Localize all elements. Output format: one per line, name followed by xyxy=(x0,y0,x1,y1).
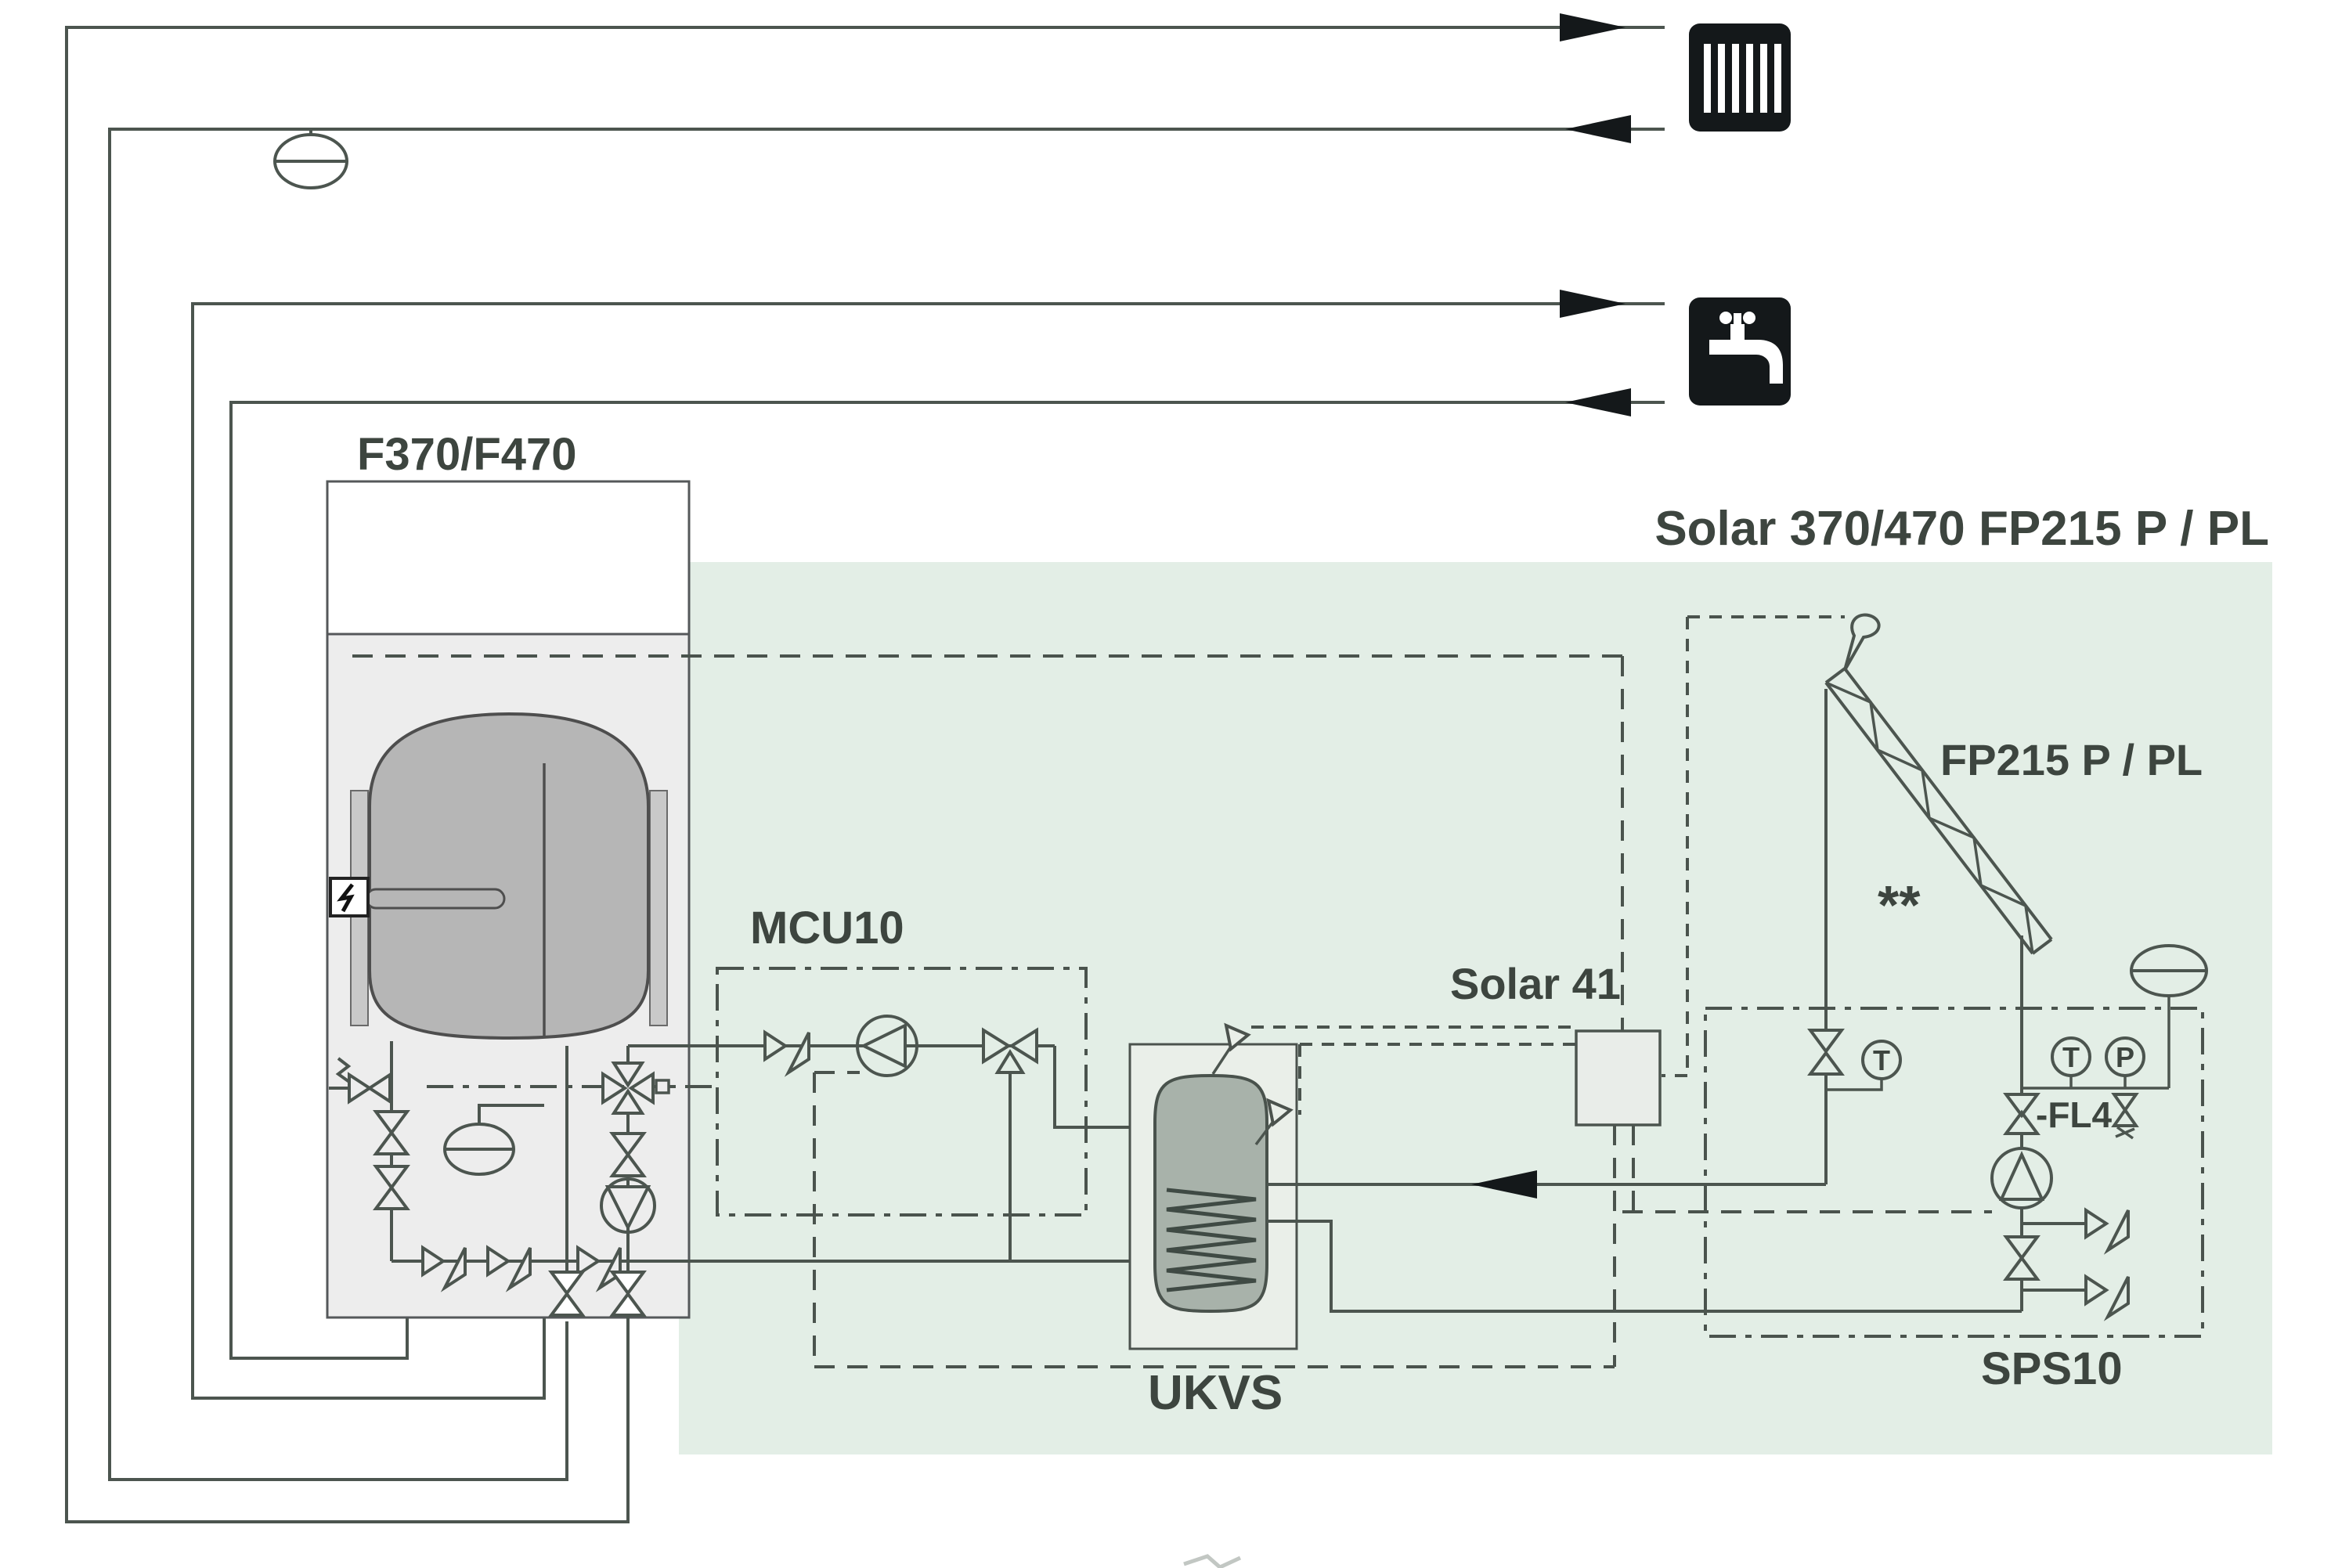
flow-arrow-left-icon xyxy=(1565,115,1631,143)
air-vent-icon xyxy=(273,129,348,189)
solar-charge-pump-icon xyxy=(856,1015,918,1077)
flow-arrow-left-icon xyxy=(1565,388,1631,416)
collector-sensor-flag-icon xyxy=(1843,613,1881,671)
solar41-label: Solar 41 xyxy=(1450,959,1621,1008)
safety-valve-group xyxy=(329,1041,410,1261)
shutoff-valve-icon xyxy=(373,1165,410,1210)
water-heater-tank xyxy=(368,712,650,1040)
flow-arrow-right-icon xyxy=(1560,290,1626,318)
circulation-pump-icon xyxy=(600,1177,656,1234)
heat-pump-label: F370/F470 xyxy=(357,429,577,480)
mcu10-module: MCU10 xyxy=(628,903,1155,1261)
safety-valve-label: -FL4 xyxy=(2036,1094,2113,1135)
shunt-valve-group xyxy=(600,1046,670,1522)
heat-pump-cabinet: F370/F470 xyxy=(326,429,1622,1522)
shutoff-valve-icon xyxy=(763,1029,810,1077)
cutoff-mark xyxy=(1183,1554,1242,1568)
shutoff-valve-icon xyxy=(373,1110,410,1155)
sps10-pump-station: SPS10 T P -FL4 xyxy=(1267,935,2208,1394)
tap-icon xyxy=(1689,297,1791,406)
drain-valve-icon xyxy=(2084,1274,2130,1321)
solar41-controller: Solar 41 xyxy=(1450,959,1662,1126)
expansion-vessel-icon xyxy=(443,1104,544,1176)
temperature-gauge-icon: T xyxy=(1826,1040,1902,1091)
shutoff-valve-icon xyxy=(486,1245,532,1292)
radiator-icon xyxy=(1689,23,1791,132)
cold-water-pipe xyxy=(229,388,1665,1360)
solar-return-pipe xyxy=(1267,1220,2022,1313)
tank-sensor-icon xyxy=(1254,1098,1294,1146)
solar-zone-background xyxy=(679,562,2272,1454)
temperature-gauge-icon: T xyxy=(2051,1036,2091,1077)
shutoff-valve-icon xyxy=(609,1271,647,1317)
shutoff-valve-icon xyxy=(2003,1235,2040,1281)
shutoff-valve-icon xyxy=(576,1245,622,1292)
safety-valve-icon xyxy=(2003,1093,2040,1135)
ukvs-tank-unit: UKVS xyxy=(1128,1022,1298,1420)
collector-label: FP215 P / PL xyxy=(1940,735,2203,784)
radiator-return-pipe xyxy=(108,115,1665,1481)
shutoff-valve-icon xyxy=(609,1132,647,1177)
three-way-valve-icon xyxy=(982,1027,1038,1261)
immersion-heater-icon xyxy=(329,877,506,917)
sensor-dashed-links xyxy=(1251,1026,1576,1115)
expansion-vessel-icon xyxy=(2130,944,2208,997)
ukvs-label: UKVS xyxy=(1148,1366,1283,1420)
svg-text:T: T xyxy=(2062,1041,2080,1073)
mcu10-label: MCU10 xyxy=(750,903,904,953)
collector-circuit: FP215 P / PL ** T xyxy=(1267,613,2203,1199)
tank-sensor-icon xyxy=(1211,1022,1251,1075)
svg-text:P: P xyxy=(2116,1041,2134,1073)
flow-arrow-left-icon xyxy=(1471,1170,1537,1199)
flow-arrow-right-icon xyxy=(1560,13,1626,41)
mcu10-boundary xyxy=(716,967,1088,1217)
shutoff-valve-icon xyxy=(1807,1029,1845,1076)
control-panel xyxy=(326,480,691,636)
control-boundary-dashed xyxy=(813,656,1992,1368)
collector-note: ** xyxy=(1878,874,1921,935)
solar-system-title: Solar 370/470 FP215 P / PL xyxy=(1654,502,2269,556)
fill-valve-icon xyxy=(2084,1207,2130,1255)
vent-valve-icon xyxy=(2111,1093,2139,1140)
solar-coil-icon xyxy=(1166,1188,1257,1292)
solar-pump-icon xyxy=(1990,1147,2053,1209)
mixing-valve-icon xyxy=(601,1062,655,1115)
sps10-label: SPS10 xyxy=(1981,1343,2123,1394)
svg-text:T: T xyxy=(1873,1044,1890,1076)
pressure-gauge-icon: P xyxy=(2105,1036,2145,1077)
shutoff-valve-icon xyxy=(421,1245,467,1292)
solar-collector-icon xyxy=(1824,613,2053,955)
sps10-boundary xyxy=(1704,1007,2204,1338)
